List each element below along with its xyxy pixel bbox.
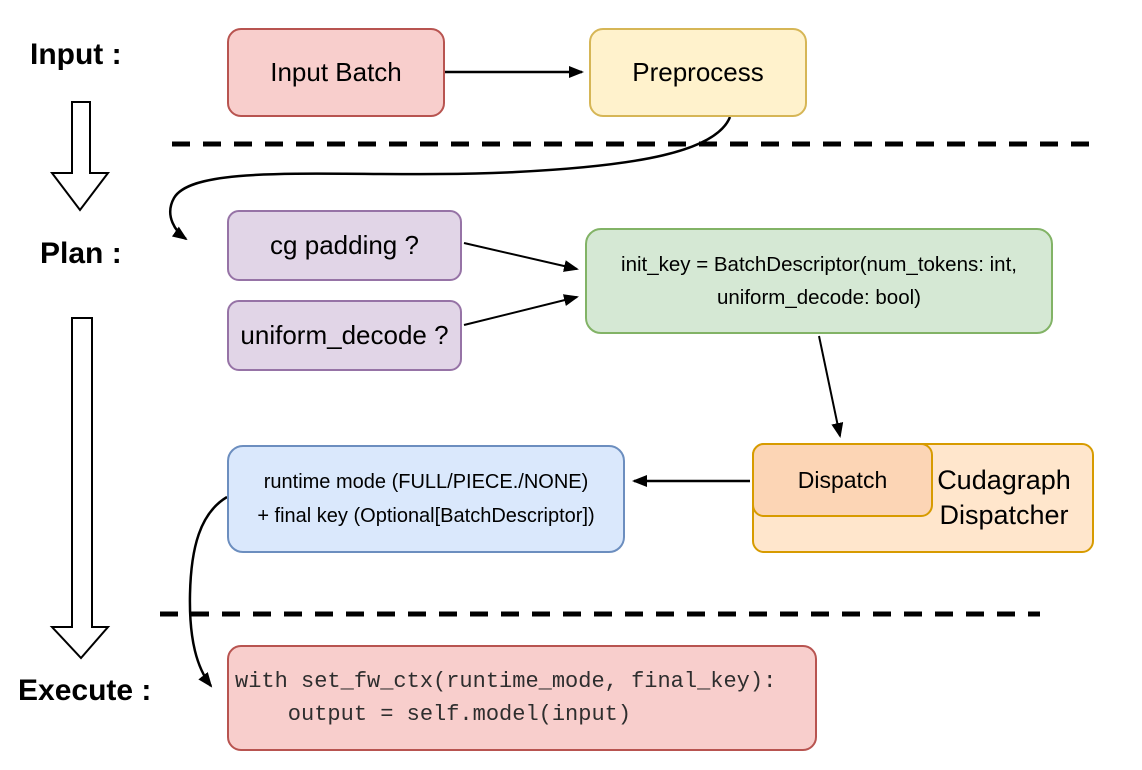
stage-arrow-plan-to-execute-icon	[49, 317, 111, 660]
stage-label-input: Input :	[30, 38, 122, 71]
node-init-key: init_key = BatchDescriptor(num_tokens: i…	[585, 228, 1053, 334]
edge-uniform-decode-to-init-key	[463, 294, 579, 326]
cudagraph-dispatcher-line1: Cudagraph	[937, 465, 1071, 495]
node-uniform-decode-label: uniform_decode ?	[240, 320, 449, 351]
node-init-key-line1: init_key = BatchDescriptor(num_tokens: i…	[621, 253, 1017, 276]
edge-preprocess-to-cg-padding	[169, 116, 732, 241]
node-execute-code: with set_fw_ctx(runtime_mode, final_key)…	[227, 645, 817, 751]
node-init-key-line2: uniform_decode: bool)	[717, 286, 921, 309]
stage-label-execute: Execute :	[18, 674, 152, 707]
node-cg-padding: cg padding ?	[227, 210, 462, 281]
node-runtime-mode-line2: + final key (Optional[BatchDescriptor])	[257, 505, 595, 527]
node-preprocess: Preprocess	[589, 28, 807, 117]
node-preprocess-label: Preprocess	[632, 57, 764, 88]
node-cg-padding-label: cg padding ?	[270, 230, 419, 261]
execute-code-line2: output = self.model(input)	[235, 702, 632, 727]
stage-label-plan: Plan :	[40, 237, 122, 270]
node-input-batch: Input Batch	[227, 28, 445, 117]
cudagraph-dispatcher-caption: Cudagraph Dispatcher	[930, 463, 1078, 533]
node-uniform-decode: uniform_decode ?	[227, 300, 462, 371]
edge-init-key-to-dispatch	[818, 335, 844, 438]
node-input-batch-label: Input Batch	[270, 57, 402, 88]
edge-runtime-mode-to-execute-code	[188, 495, 228, 688]
edge-cg-padding-to-init-key	[463, 242, 579, 272]
execute-code-line1: with set_fw_ctx(runtime_mode, final_key)…	[235, 669, 777, 694]
node-runtime-mode: runtime mode (FULL/PIECE./NONE) + final …	[227, 445, 625, 553]
stage-arrow-input-to-plan-icon	[49, 101, 111, 212]
node-dispatch-label: Dispatch	[797, 466, 888, 493]
node-runtime-mode-line1: runtime mode (FULL/PIECE./NONE)	[263, 471, 589, 493]
node-dispatch: Dispatch	[752, 443, 933, 517]
cudagraph-dispatcher-line2: Dispatcher	[939, 500, 1069, 530]
